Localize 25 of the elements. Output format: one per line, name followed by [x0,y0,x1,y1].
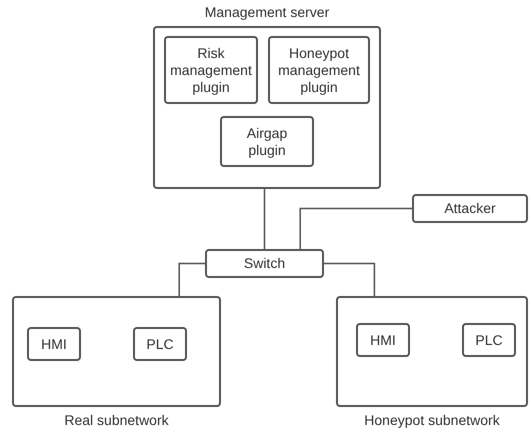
box-heading: Real subnetwork [63,412,170,428]
device-box [268,36,370,104]
device-box [164,36,258,104]
switch-box [205,249,324,278]
connector-line [299,208,412,249]
box-label: Attacker [443,200,497,217]
device-box [462,323,516,357]
box-label: HMI [369,332,397,348]
box-label: PLC [145,336,175,352]
device-box [220,116,314,167]
box-heading: Management server [204,4,330,20]
connector-line [264,189,266,249]
box-label: Airgap plugin [246,124,288,158]
connector-line [324,262,376,296]
device-box [356,323,410,357]
device-box [27,327,81,361]
box-label: Switch [242,255,286,272]
box-label: HMI [40,336,68,352]
box-label: Honeypot management plugin [277,44,361,96]
box-label: Risk management plugin [169,44,253,96]
device-box [133,327,187,361]
box-heading: Honeypot subnetwork [363,412,501,428]
attacker-box [412,194,528,223]
connector-line [178,262,205,296]
box-label: PLC [474,332,504,348]
